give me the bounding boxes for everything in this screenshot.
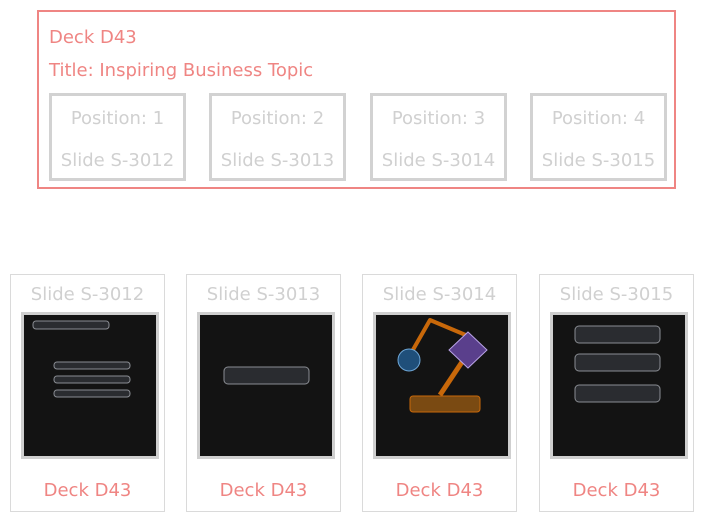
deck-name: Deck D43: [49, 27, 137, 48]
slide-thumbnail: [21, 312, 159, 459]
thumbnail-drawing: [223, 366, 310, 385]
slide-label: Slide S-3012: [30, 284, 145, 305]
content-bar-shape: [574, 384, 661, 403]
position-card-4: Position: 4 Slide S-3015: [530, 93, 667, 181]
thumbnail-drawing: [574, 325, 661, 403]
thumbnail-drawing: [32, 320, 131, 398]
slide-card-s-3014: Slide S-3014 Deck D43: [362, 274, 517, 512]
text-line-shape: [53, 361, 131, 370]
slide-deck-label: Deck D43: [572, 480, 661, 501]
slide-deck-label: Deck D43: [395, 480, 484, 501]
position-label: Position: 1: [70, 108, 165, 129]
connector-line: [437, 357, 467, 397]
connector-line: [408, 318, 469, 356]
slide-card-s-3013: Slide S-3013 Deck D43: [186, 274, 341, 512]
slide-card-s-3015: Slide S-3015 Deck D43: [539, 274, 694, 512]
position-label: Position: 2: [230, 108, 325, 129]
position-slide-id: Slide S-3013: [220, 150, 335, 171]
circle-node: [397, 348, 421, 372]
slide-thumbnail: [373, 312, 511, 459]
position-slide-id: Slide S-3012: [60, 150, 175, 171]
slide-card-s-3012: Slide S-3012 Deck D43: [10, 274, 165, 512]
slide-label: Slide S-3014: [382, 284, 497, 305]
content-bar-shape: [223, 366, 310, 385]
slide-thumbnail: [550, 312, 688, 459]
position-label: Position: 4: [551, 108, 646, 129]
text-line-shape: [53, 375, 131, 384]
position-slide-id: Slide S-3015: [541, 150, 656, 171]
content-bar-shape: [574, 353, 661, 372]
text-line-shape: [53, 389, 131, 398]
thumbnail-drawing: [397, 318, 488, 413]
slide-deck-label: Deck D43: [219, 480, 308, 501]
position-card-1: Position: 1 Slide S-3012: [49, 93, 186, 181]
deck-box: Deck D43 Title: Inspiring Business Topic…: [37, 10, 676, 189]
slide-label: Slide S-3013: [206, 284, 321, 305]
diamond-node: [448, 331, 488, 369]
position-card-3: Position: 3 Slide S-3014: [370, 93, 507, 181]
position-label: Position: 3: [391, 108, 486, 129]
bar-node: [409, 395, 481, 413]
title-bar-shape: [32, 320, 110, 330]
slide-thumbnail: [197, 312, 335, 459]
slide-label: Slide S-3015: [559, 284, 674, 305]
deck-title: Title: Inspiring Business Topic: [49, 60, 314, 81]
position-card-2: Position: 2 Slide S-3013: [209, 93, 346, 181]
content-bar-shape: [574, 325, 661, 344]
slide-deck-label: Deck D43: [43, 480, 132, 501]
position-slide-id: Slide S-3014: [381, 150, 496, 171]
